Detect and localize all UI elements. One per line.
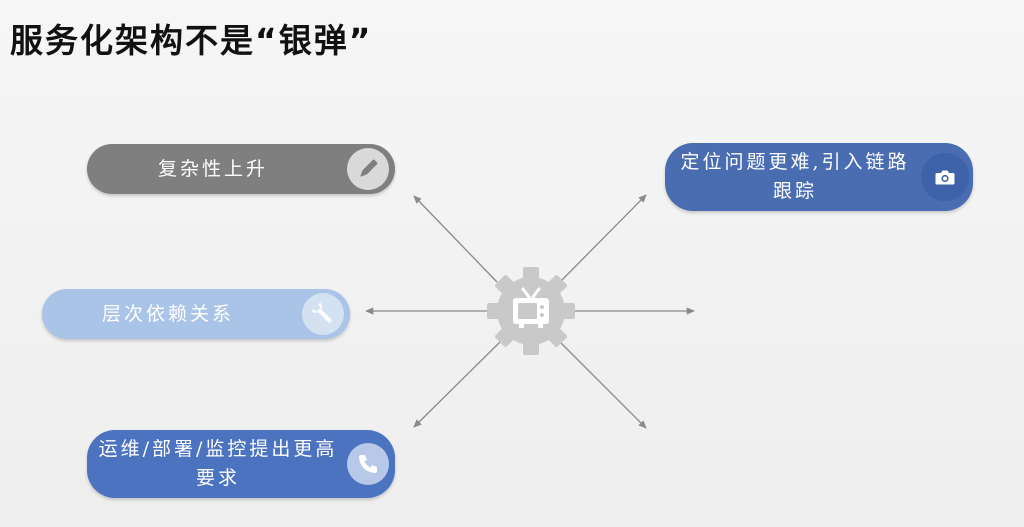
arrow-lower-right <box>559 341 647 429</box>
node-label: 层次依赖关系 <box>101 302 234 325</box>
node-label: 运维/部署/监控提出更高要求 <box>98 438 338 489</box>
node-ops: 运维/部署/监控提出更高要求 <box>87 430 395 498</box>
arrow-to-complexity <box>413 195 498 283</box>
gear-tv-icon <box>487 267 575 355</box>
node-label: 复杂性上升 <box>157 157 268 180</box>
page-title: 服务化架构不是“银弹” <box>10 21 373 60</box>
phone-icon <box>347 443 389 485</box>
wrench-icon <box>302 293 344 335</box>
arrow-to-tracing <box>559 194 647 283</box>
node-dependencies: 层次依赖关系 <box>42 289 350 339</box>
camera-icon <box>921 153 969 201</box>
pencil-icon <box>347 148 389 190</box>
node-label: 定位问题更难,引入链路跟踪 <box>680 151 910 202</box>
arrow-to-ops <box>413 341 501 428</box>
node-complexity: 复杂性上升 <box>87 144 395 194</box>
node-tracing: 定位问题更难,引入链路跟踪 <box>665 143 973 211</box>
